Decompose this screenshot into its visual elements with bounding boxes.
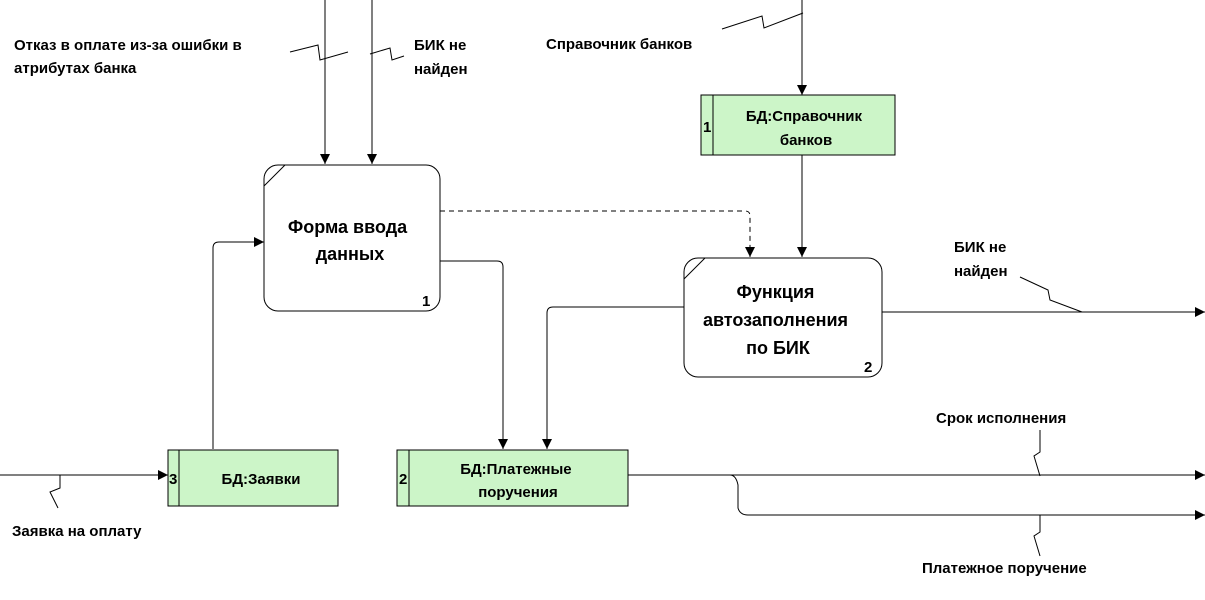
store-number: 1: [703, 119, 711, 136]
process-box: [263, 164, 441, 312]
connections: [0, 0, 1205, 520]
store-label: БД:Платежные поручения: [460, 461, 576, 501]
store-applications[interactable]: 3 БД:Заявки: [167, 449, 339, 507]
box-corner-mark: [263, 164, 286, 187]
label-payment-order: Платежное поручение: [922, 560, 1087, 577]
store-box: [167, 449, 339, 507]
label-bank-reference: Справочник банков: [546, 36, 692, 53]
store-label: БД:Справочник банков: [746, 108, 866, 149]
store-box: [396, 449, 629, 507]
squiggle-deadline: [1033, 430, 1041, 477]
process-number: 1: [422, 293, 430, 310]
store-number: 3: [169, 471, 177, 488]
store-box: [700, 94, 896, 156]
arrow-orders-store-to-form: [212, 237, 264, 449]
store-bank-reference[interactable]: 1 БД:Справочник банков: [700, 94, 896, 156]
store-label: БД:Заявки: [222, 471, 301, 488]
store-payment-orders[interactable]: 2 БД:Платежные поручения: [396, 449, 629, 507]
label-bik-not-found-right: БИК не найден: [954, 239, 1010, 280]
label-deadline: Срок исполнения: [936, 410, 1066, 427]
process-number: 2: [864, 359, 872, 376]
process-box: [683, 257, 883, 378]
process-title: Форма ввода данных: [288, 217, 412, 264]
arrow-form-to-payment-store: [440, 260, 508, 449]
process-bik-autofill[interactable]: Функция автозаполнения по БИК 2: [683, 257, 883, 378]
dashed-form-to-function: [440, 210, 755, 257]
squiggle-application: [49, 475, 61, 509]
process-form-input[interactable]: Форма ввода данных 1: [263, 164, 441, 312]
leader-squiggles: [49, 12, 1083, 557]
label-bik-not-found-top: БИК не найден: [414, 37, 470, 78]
store-number: 2: [399, 471, 407, 488]
process-title: Функция автозаполнения по БИК: [703, 282, 853, 358]
box-corner-mark: [683, 257, 706, 280]
squiggle-bik-right: [1019, 276, 1083, 313]
arrow-function-to-payment-store: [542, 306, 684, 449]
squiggle-refusal: [289, 44, 349, 61]
squiggle-payment-order: [1033, 515, 1041, 557]
label-refusal: Отказ в оплате из-за ошибки в атрибутах …: [14, 37, 246, 77]
squiggle-bank-ref: [721, 12, 804, 30]
squiggle-bik-top: [369, 47, 405, 61]
arrow-payment-order-out: [729, 474, 1205, 520]
label-payment-application: Заявка на оплату: [12, 523, 142, 540]
